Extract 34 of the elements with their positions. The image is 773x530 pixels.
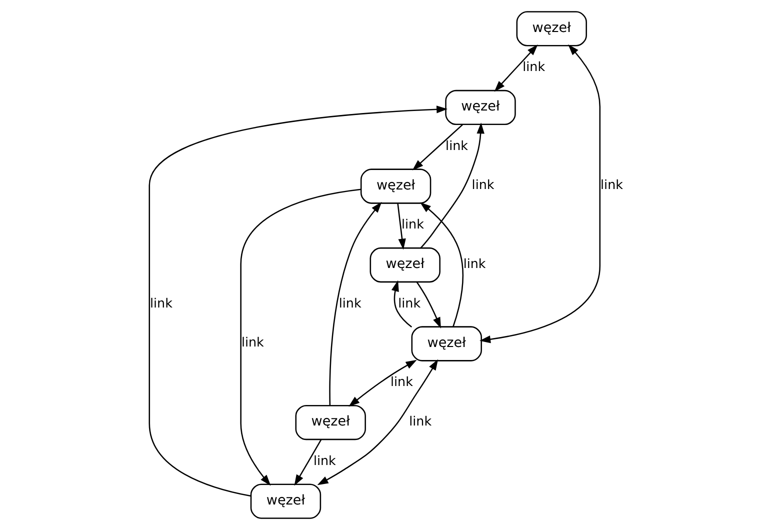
node-box: węzeł — [370, 247, 440, 283]
edge-label: link — [472, 177, 494, 192]
edge-label: link — [150, 295, 172, 310]
arrow — [494, 44, 538, 92]
edge-label: link — [463, 256, 486, 271]
edge-label: link — [398, 295, 421, 310]
edge-label: link — [313, 452, 336, 468]
edge-label: link — [390, 374, 413, 390]
arrow — [294, 439, 322, 486]
edge-label: link — [600, 177, 623, 192]
arrow — [420, 122, 484, 248]
node-box: węzeł — [295, 404, 366, 440]
arrow — [240, 188, 362, 486]
arrow — [329, 202, 382, 406]
edge-label: link — [402, 216, 424, 232]
arrow — [317, 359, 438, 486]
edge-label: link — [446, 138, 468, 153]
node-box: węzeł — [360, 168, 432, 204]
node-box: węzeł — [411, 326, 482, 362]
arrow — [412, 124, 463, 170]
arrow — [480, 44, 601, 344]
arrow — [148, 106, 448, 497]
node-box: węzeł — [516, 11, 587, 46]
arrow — [416, 282, 441, 328]
arrow — [391, 280, 412, 328]
edge-label: link — [338, 295, 362, 310]
arrow — [420, 202, 464, 327]
arrow — [397, 203, 406, 250]
node-box: węzeł — [250, 484, 322, 519]
edge-label: link — [241, 334, 264, 350]
arrow — [348, 360, 417, 407]
edge-label: link — [409, 413, 432, 428]
edge-label: link — [522, 59, 546, 74]
node-box: węzeł — [445, 90, 516, 126]
